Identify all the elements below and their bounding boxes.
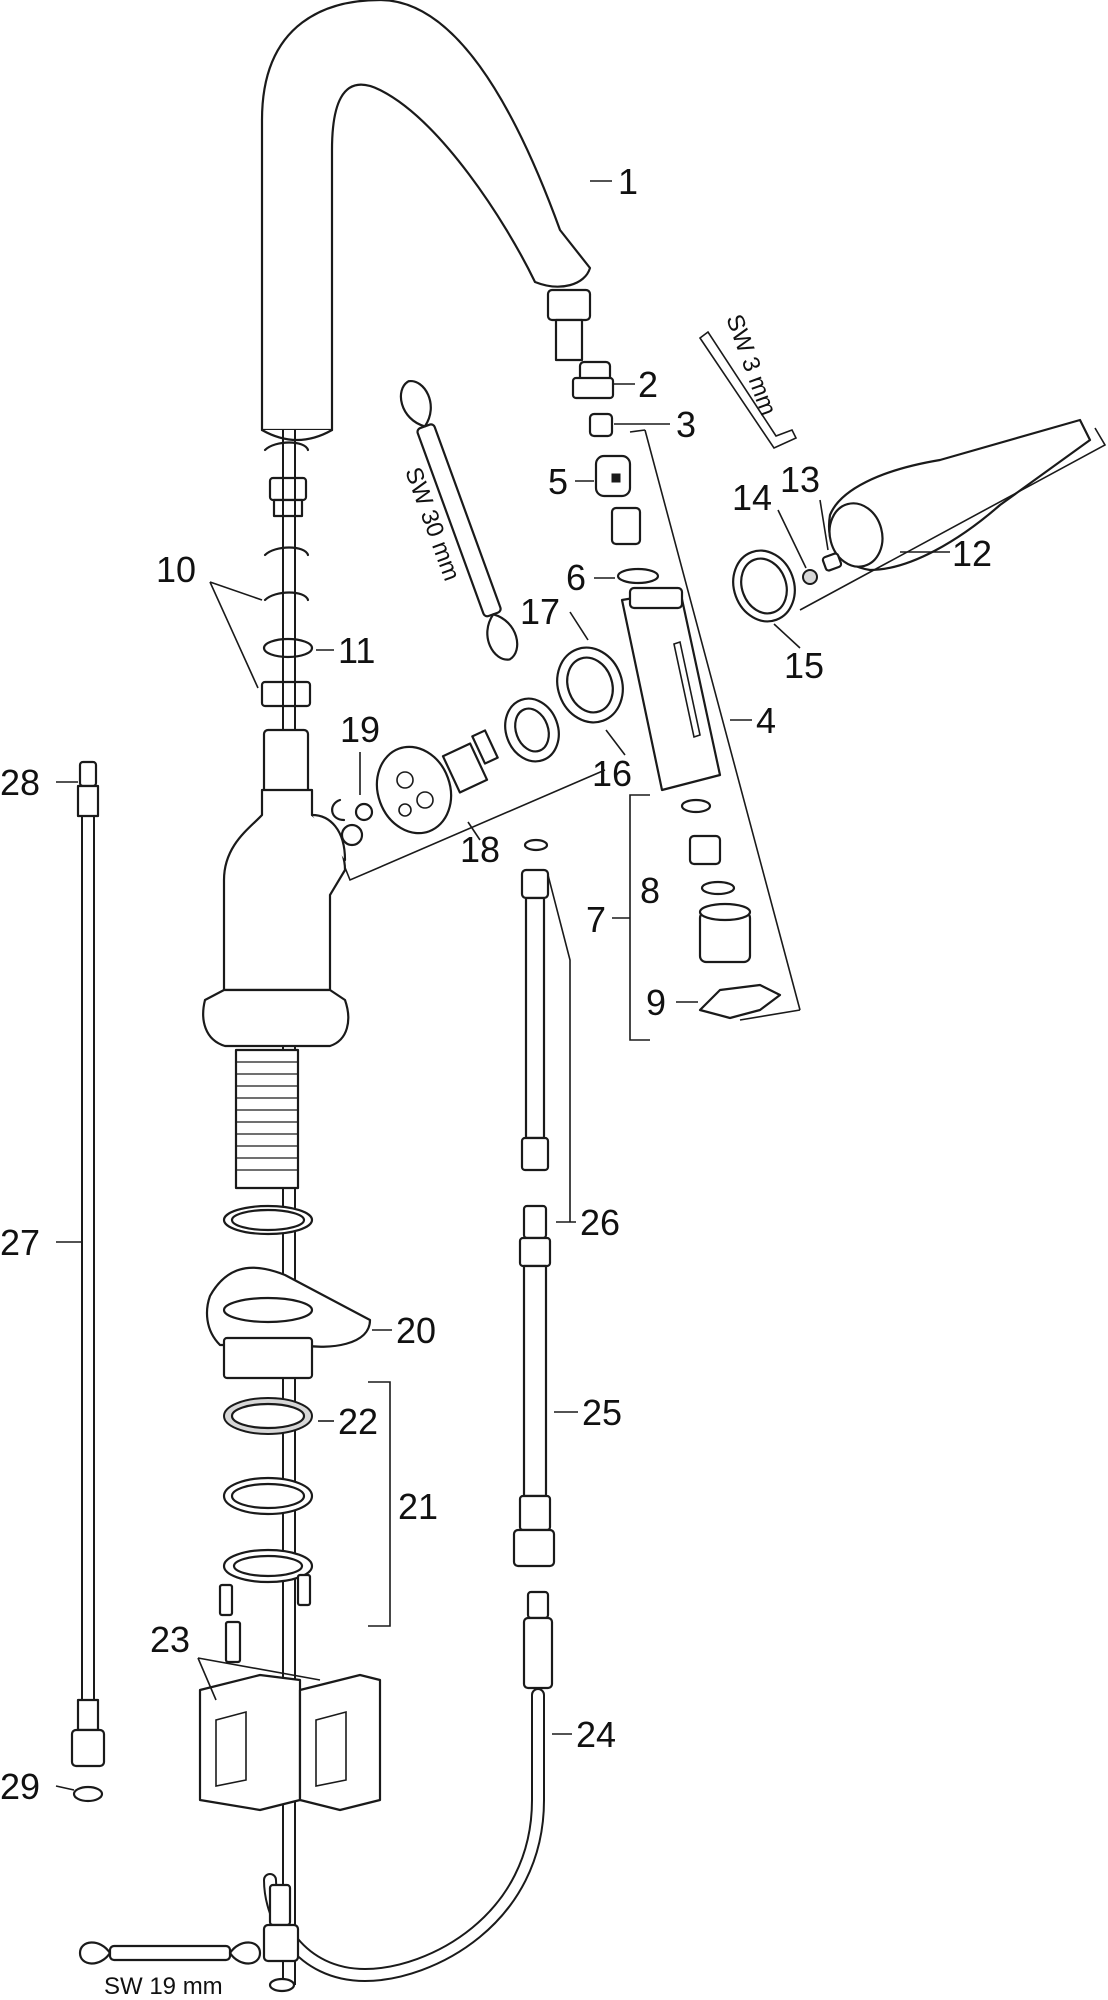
part-label-16: 16 — [592, 753, 632, 794]
cartridge-nut-part — [556, 611, 626, 756]
part-label-11: 11 — [338, 630, 375, 671]
part-label-22: 22 — [338, 1401, 378, 1442]
fixing-set-part — [218, 1381, 391, 1627]
part-label-9: 9 — [646, 982, 666, 1023]
part-number-labels: 1 2 3 4 5 6 7 8 9 10 11 12 13 14 15 16 1… — [0, 161, 992, 1807]
part-label-10: 10 — [156, 549, 196, 590]
pull-out-housing-part — [620, 429, 801, 1021]
part-label-7: 7 — [586, 899, 606, 940]
part-label-15: 15 — [784, 645, 824, 686]
part-label-6: 6 — [566, 557, 586, 598]
handle-ring-part — [732, 549, 801, 649]
part-label-26: 26 — [580, 1202, 620, 1243]
part-label-4: 4 — [756, 700, 776, 741]
hose-weight-part — [512, 1204, 578, 1568]
bottom-connector-part — [262, 1883, 300, 1993]
part-label-2: 2 — [638, 364, 658, 405]
part-label-12: 12 — [952, 533, 992, 574]
aerator-set-part — [629, 794, 782, 1041]
part-label-24: 24 — [576, 1714, 616, 1755]
part-label-13: 13 — [780, 459, 820, 500]
part-label-23: 23 — [150, 1619, 190, 1660]
spout-connector-part — [546, 288, 635, 400]
seal-set-part — [331, 752, 374, 847]
connection-hose-part — [55, 760, 106, 1803]
part-label-17: 17 — [520, 591, 560, 632]
part-label-20: 20 — [396, 1310, 436, 1351]
cap-part — [575, 454, 632, 498]
part-label-14: 14 — [732, 477, 772, 518]
part-label-29: 29 — [0, 1766, 40, 1807]
part-label-18: 18 — [460, 829, 500, 870]
threaded-ring-part — [504, 697, 560, 763]
part-label-28: 28 — [0, 762, 40, 803]
part-label-21: 21 — [398, 1486, 438, 1527]
part-label-5: 5 — [548, 461, 568, 502]
plug-part — [588, 412, 670, 438]
tap-body — [202, 788, 350, 1190]
wrench-19-tool: SW 19 mm — [78, 1941, 262, 2000]
fixing-brackets-part — [197, 1620, 382, 1812]
seal-ring-part — [222, 1204, 314, 1236]
hose-o-ring-part — [262, 637, 334, 659]
part-label-25: 25 — [582, 1392, 622, 1433]
grub-screw-part — [819, 499, 843, 572]
retaining-clips-part — [209, 441, 312, 708]
part-label-3: 3 — [676, 404, 696, 445]
part-label-27: 27 — [0, 1222, 40, 1263]
part-label-8: 8 — [640, 870, 660, 911]
part-label-1: 1 — [618, 161, 638, 202]
wrench-30-tool: SW 30 mm — [399, 380, 519, 661]
o-ring-part — [594, 567, 660, 585]
wrench-19-label: SW 19 mm — [104, 1973, 223, 2000]
lever-handle-part — [799, 418, 1107, 611]
sleeve-part — [610, 506, 642, 546]
base-plate-part — [205, 1266, 392, 1380]
pipe-part — [520, 868, 576, 1223]
small-o-ring-part — [523, 838, 630, 919]
set-screw-part — [777, 509, 818, 585]
hex-key-3-tool: SW 3 mm — [698, 311, 798, 450]
spout-part — [260, 0, 612, 441]
part-label-19: 19 — [340, 709, 380, 750]
